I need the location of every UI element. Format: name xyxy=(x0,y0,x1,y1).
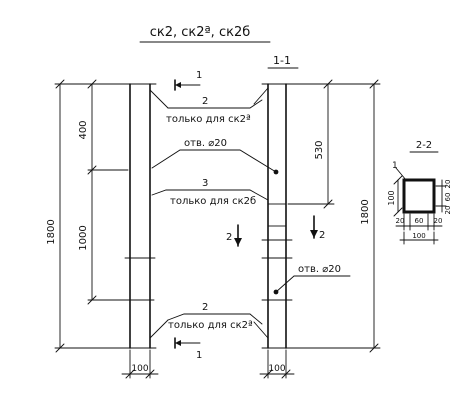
dim-right-530-label: 530 xyxy=(314,140,325,159)
section-right-bot: 20 xyxy=(444,206,452,215)
callout-bottom-num: 2 xyxy=(202,302,208,313)
section-1-1-label: 1-1 xyxy=(273,54,291,67)
section-right-mid: 60 xyxy=(444,193,452,202)
right-post xyxy=(253,83,293,349)
dim-right-total: 1800 xyxy=(287,79,381,353)
drawing-title: ск2, ск2ª, ск2б xyxy=(150,25,250,40)
callout-middle: 3 только для ск2б xyxy=(151,178,269,207)
section-bottom-total: 100 xyxy=(412,232,425,240)
cut-2-left-label: 2 xyxy=(226,232,232,243)
section-2-2-label: 2-2 xyxy=(416,140,432,151)
cut-1-bottom-arrowhead xyxy=(175,340,181,346)
cut-1-top-label: 1 xyxy=(196,70,202,81)
callout-hole-upper-text: отв. ⌀20 xyxy=(184,138,227,149)
dim-left-mid-label: 1000 xyxy=(78,225,89,250)
cut-2-right: 2 xyxy=(310,215,325,241)
dim-bottom-right-label: 100 xyxy=(268,364,285,374)
section-bottom-c: 20 xyxy=(434,217,443,225)
cut-2-right-label: 2 xyxy=(319,230,325,241)
callout-top-num: 2 xyxy=(202,96,208,107)
section-right-top: 20 xyxy=(444,180,452,189)
dim-left-top-label: 400 xyxy=(78,120,89,139)
callout-middle-text: только для ск2б xyxy=(170,196,256,207)
section-bottom-a: 20 xyxy=(396,217,405,225)
callout-hole-upper: отв. ⌀20 xyxy=(151,138,277,173)
dim-left-chain: 400 1000 xyxy=(78,79,129,305)
section-2-2-detail: 2-2 1 100 20 60 20 20 60 20 100 xyxy=(387,140,452,245)
callout-hole-lower: отв. ⌀20 xyxy=(275,264,351,293)
section-detail-callout: 1 xyxy=(392,161,398,171)
dim-bottom-left-label: 100 xyxy=(131,364,148,374)
cut-1-top-arrowhead xyxy=(175,82,181,88)
section-bottom-b: 60 xyxy=(415,217,424,225)
callout-bottom-text: только для ск2ª xyxy=(168,320,253,331)
cut-1-bottom-label: 1 xyxy=(196,350,202,361)
callout-middle-num: 3 xyxy=(202,178,208,189)
dim-bottom-right: 100 xyxy=(259,349,295,379)
callout-top-text: только для ск2ª xyxy=(166,114,251,125)
dim-bottom-left: 100 xyxy=(121,349,159,379)
cut-2-left: 2 xyxy=(226,224,242,247)
dim-right-530: 530 xyxy=(287,79,335,209)
section-left-dim: 100 xyxy=(387,190,396,205)
dim-right-total-label: 1800 xyxy=(360,199,371,224)
left-post xyxy=(123,83,169,349)
callout-top: 2 только для ск2ª xyxy=(166,96,263,125)
callout-bottom: 2 только для ск2ª xyxy=(167,302,263,331)
dim-left-total-label: 1800 xyxy=(46,219,57,244)
callout-hole-lower-text: отв. ⌀20 xyxy=(298,264,341,275)
